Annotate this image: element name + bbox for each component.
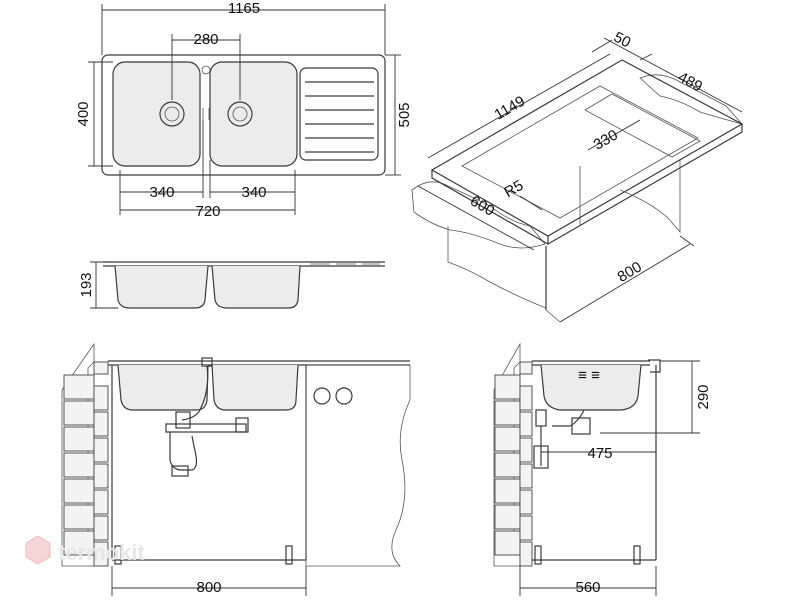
- dim-side-offset: 475: [587, 445, 612, 462]
- dim-iso-depth: 489: [675, 69, 705, 96]
- plan-view: 1165 280 400 505 340 340 720: [75, 0, 413, 220]
- dim-bowl-height: 193: [78, 272, 95, 297]
- dim-iso-margin: 50: [611, 29, 634, 52]
- side-bowl: [540, 364, 642, 411]
- dim-bowl-spacing: 280: [193, 31, 218, 48]
- dim-iso-cabinet: 800: [615, 258, 645, 285]
- side-install-view: ≡ ≡ 290 475 560: [493, 342, 712, 596]
- dim-iso-length: 1149: [492, 93, 528, 124]
- right-bowl: [209, 61, 298, 167]
- sink-outline: [101, 54, 386, 176]
- watermark-logo-icon: [25, 535, 51, 565]
- right-drain: [227, 101, 253, 127]
- left-bowl: [112, 61, 201, 167]
- drainboard: [299, 67, 379, 161]
- front-left-bowl: [117, 364, 209, 411]
- dim-iso-inner: 330: [591, 126, 621, 153]
- dim-right-bowl: 340: [241, 184, 266, 201]
- section-right-bowl: [211, 265, 301, 309]
- section-view: 193: [78, 261, 385, 309]
- dim-overall-width: 1165: [228, 0, 260, 17]
- tap-hole: [201, 65, 211, 75]
- dim-bowls-total: 720: [195, 203, 220, 220]
- front-install-view: 800: [61, 342, 411, 596]
- left-drain: [159, 101, 185, 127]
- dim-front-cabinet: 800: [196, 579, 221, 596]
- section-left-bowl: [114, 265, 209, 309]
- watermark: termokit: [25, 535, 145, 565]
- watermark-text: termokit: [58, 540, 145, 565]
- svg-text:≡ ≡: ≡ ≡: [578, 367, 600, 384]
- dim-left-bowl: 340: [149, 184, 174, 201]
- dim-overall-depth: 505: [396, 102, 413, 127]
- dim-bowl-depth: 400: [75, 101, 92, 126]
- isometric-view: 50 489 1149 330 R5 600 800: [411, 29, 744, 323]
- front-right-bowl: [211, 364, 299, 411]
- dim-side-height: 290: [695, 384, 712, 409]
- dim-side-cabinet: 560: [575, 579, 600, 596]
